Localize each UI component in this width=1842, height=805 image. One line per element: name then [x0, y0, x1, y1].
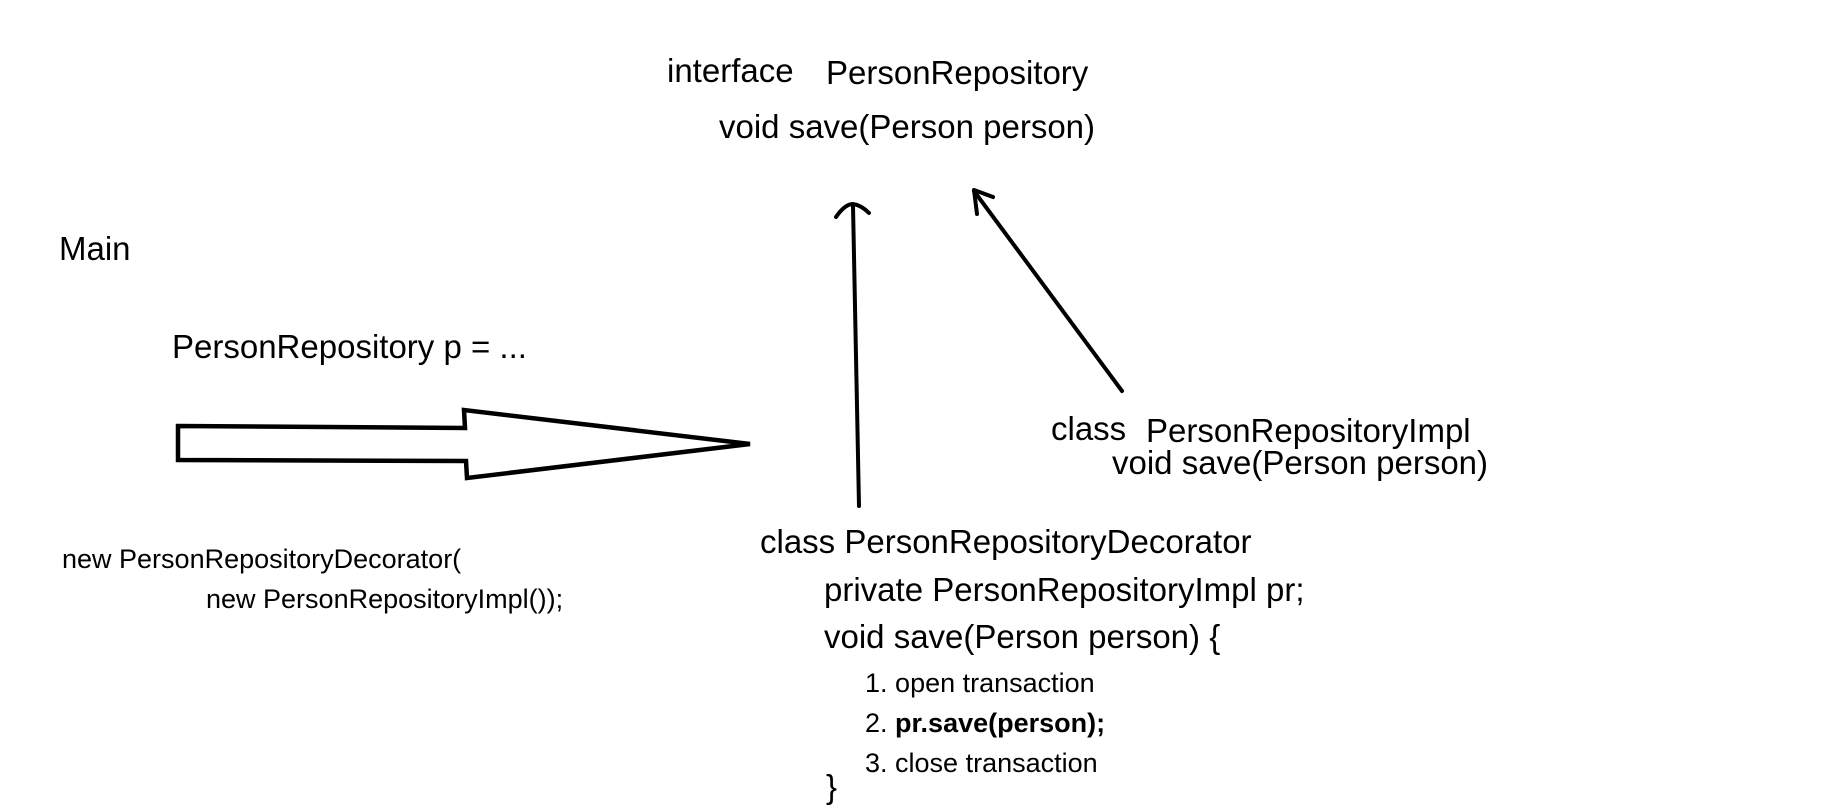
- main-construct-line1: new PersonRepositoryDecorator(: [62, 544, 462, 574]
- impl-arrowhead: [972, 188, 995, 216]
- step-3-text: close transaction: [895, 748, 1098, 778]
- impl-method: void save(Person person): [1112, 444, 1489, 481]
- step-1-text: open transaction: [895, 668, 1095, 698]
- step-3: 3. close transaction: [865, 750, 1098, 777]
- step-1-number: 1.: [865, 668, 888, 698]
- decorator-to-interface-arrow: [851, 204, 861, 508]
- decorator-arrowhead: [834, 202, 871, 219]
- main-construct-line2: new PersonRepositoryImpl());: [206, 584, 564, 614]
- decorator-header: class PersonRepositoryDecorator: [760, 523, 1252, 560]
- step-2-number: 2.: [865, 708, 888, 738]
- step-3-number: 3.: [865, 748, 888, 778]
- decorator-closing-brace: }: [826, 768, 838, 805]
- block-arrow: [175, 407, 751, 481]
- interface-method: void save(Person person): [719, 108, 1096, 145]
- step-2-text: pr.save(person);: [895, 708, 1106, 738]
- interface-name: PersonRepository: [826, 54, 1089, 91]
- main-declaration: PersonRepository p = ...: [172, 328, 527, 365]
- impl-to-interface-arrow: [972, 189, 1124, 393]
- decorator-method: void save(Person person) {: [824, 618, 1221, 655]
- step-2: 2. pr.save(person);: [865, 710, 1105, 737]
- decorator-field: private PersonRepositoryImpl pr;: [824, 571, 1305, 608]
- main-label: Main: [59, 230, 131, 267]
- impl-keyword: class: [1051, 410, 1127, 447]
- step-1: 1. open transaction: [865, 670, 1095, 697]
- interface-keyword: interface: [667, 52, 794, 89]
- impl-name: PersonRepositoryImpl: [1146, 412, 1471, 449]
